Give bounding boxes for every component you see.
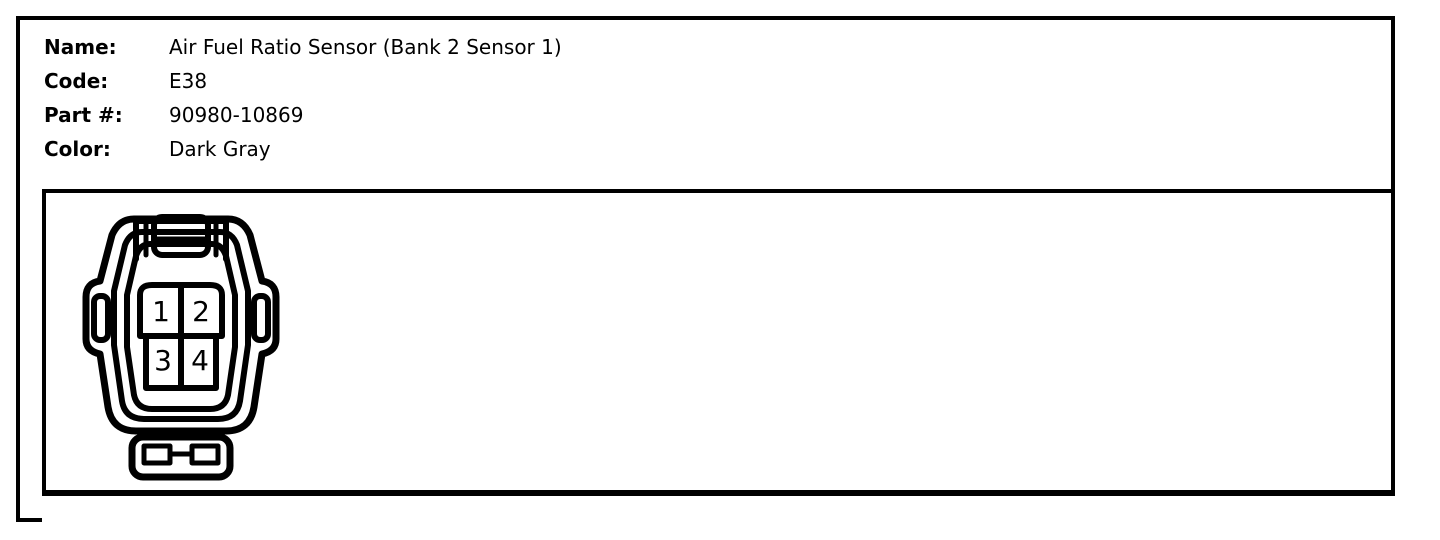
spec-label-part-number: Part #: — [44, 103, 123, 127]
spec-label-code: Code: — [44, 69, 109, 93]
connector-left-wing-slot — [91, 293, 111, 343]
footer-strip — [42, 491, 1395, 522]
connector-bottom-tab-left-window — [141, 443, 173, 466]
connector-bottom-tab-right-window — [189, 443, 221, 466]
connector-latch-pad — [151, 214, 211, 258]
spec-value-code: E38 — [169, 69, 208, 93]
pin-grid-top-row — [137, 282, 225, 339]
connector-inner-shell — [111, 229, 251, 422]
connector-illustration: 1 2 3 4 — [64, 199, 314, 489]
pin-label-4: 4 — [191, 344, 209, 377]
connector-right-wing-slot — [251, 293, 271, 343]
specification-list: Name: Air Fuel Ratio Sensor (Bank 2 Sens… — [44, 30, 1244, 166]
connector-outer-shell — [82, 215, 280, 435]
spec-label-name: Name: — [44, 35, 117, 59]
spec-row-name: Name: Air Fuel Ratio Sensor (Bank 2 Sens… — [44, 30, 1244, 64]
pin-label-3: 3 — [154, 344, 172, 377]
connector-latch-bracket — [133, 218, 229, 262]
spec-value-part-number: 90980-10869 — [169, 103, 304, 127]
outer-card-frame: Name: Air Fuel Ratio Sensor (Bank 2 Sens… — [16, 16, 1395, 522]
connector-bottom-tab — [128, 433, 234, 481]
spec-value-name: Air Fuel Ratio Sensor (Bank 2 Sensor 1) — [169, 35, 562, 59]
spec-row-color: Color: Dark Gray — [44, 132, 1244, 166]
connector-diagram-panel: 1 2 3 4 — [42, 189, 1395, 494]
pin-label-1: 1 — [152, 295, 170, 328]
connector-drawing-icon: 1 2 3 4 — [82, 214, 280, 481]
spec-row-code: Code: E38 — [44, 64, 1244, 98]
spec-row-part-number: Part #: 90980-10869 — [44, 98, 1244, 132]
spec-label-color: Color: — [44, 137, 111, 161]
pin-label-2: 2 — [192, 295, 210, 328]
spec-value-color: Dark Gray — [169, 137, 271, 161]
